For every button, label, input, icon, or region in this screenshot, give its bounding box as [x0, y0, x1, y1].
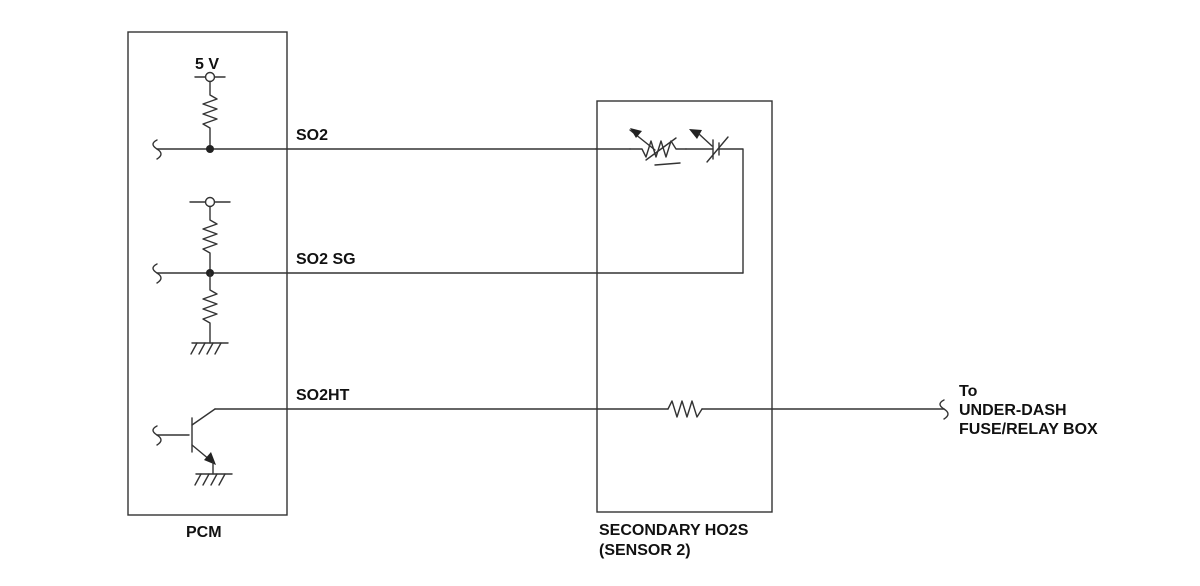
- ground-icon: [194, 473, 233, 486]
- destination-to-label: To: [959, 383, 978, 400]
- cell-arrow-icon: [689, 129, 702, 139]
- so2-sg-upper-resistor: [202, 205, 218, 274]
- destination-fuse-box-label: FUSE/RELAY BOX: [959, 421, 1098, 438]
- 5v-label: 5 V: [195, 56, 219, 73]
- external-break-icon: [939, 399, 949, 420]
- so2-sg-label: SO2 SG: [296, 251, 356, 268]
- so2-sg-lower-resistor: [202, 272, 218, 344]
- so2-label: SO2: [296, 127, 328, 144]
- heater-resistor: [667, 400, 703, 418]
- sensor-2-label: (SENSOR 2): [599, 542, 691, 559]
- so2ht-circuit: [152, 399, 949, 486]
- reference-terminal: [204, 196, 216, 208]
- pcm-label: PCM: [186, 524, 222, 541]
- so2-pullup-resistor: [202, 80, 218, 150]
- resistor-arrow-icon: [630, 128, 642, 138]
- sensor-return-wire: [718, 148, 744, 274]
- 5v-supply-terminal: [204, 71, 216, 83]
- sensor-variable-resistor: [629, 140, 687, 158]
- transistor-emitter-arrow-icon: [204, 452, 216, 465]
- secondary-ho2s-label: SECONDARY HO2S: [599, 522, 749, 539]
- so2-circuit: [152, 71, 744, 274]
- secondary-ho2s-box: [596, 100, 773, 513]
- destination-under-dash-label: UNDER-DASH: [959, 402, 1067, 419]
- ground-icon: [190, 342, 229, 355]
- so2ht-label: SO2HT: [296, 387, 350, 404]
- so2-sg-circuit: [152, 196, 744, 355]
- so2-junction: [206, 145, 214, 153]
